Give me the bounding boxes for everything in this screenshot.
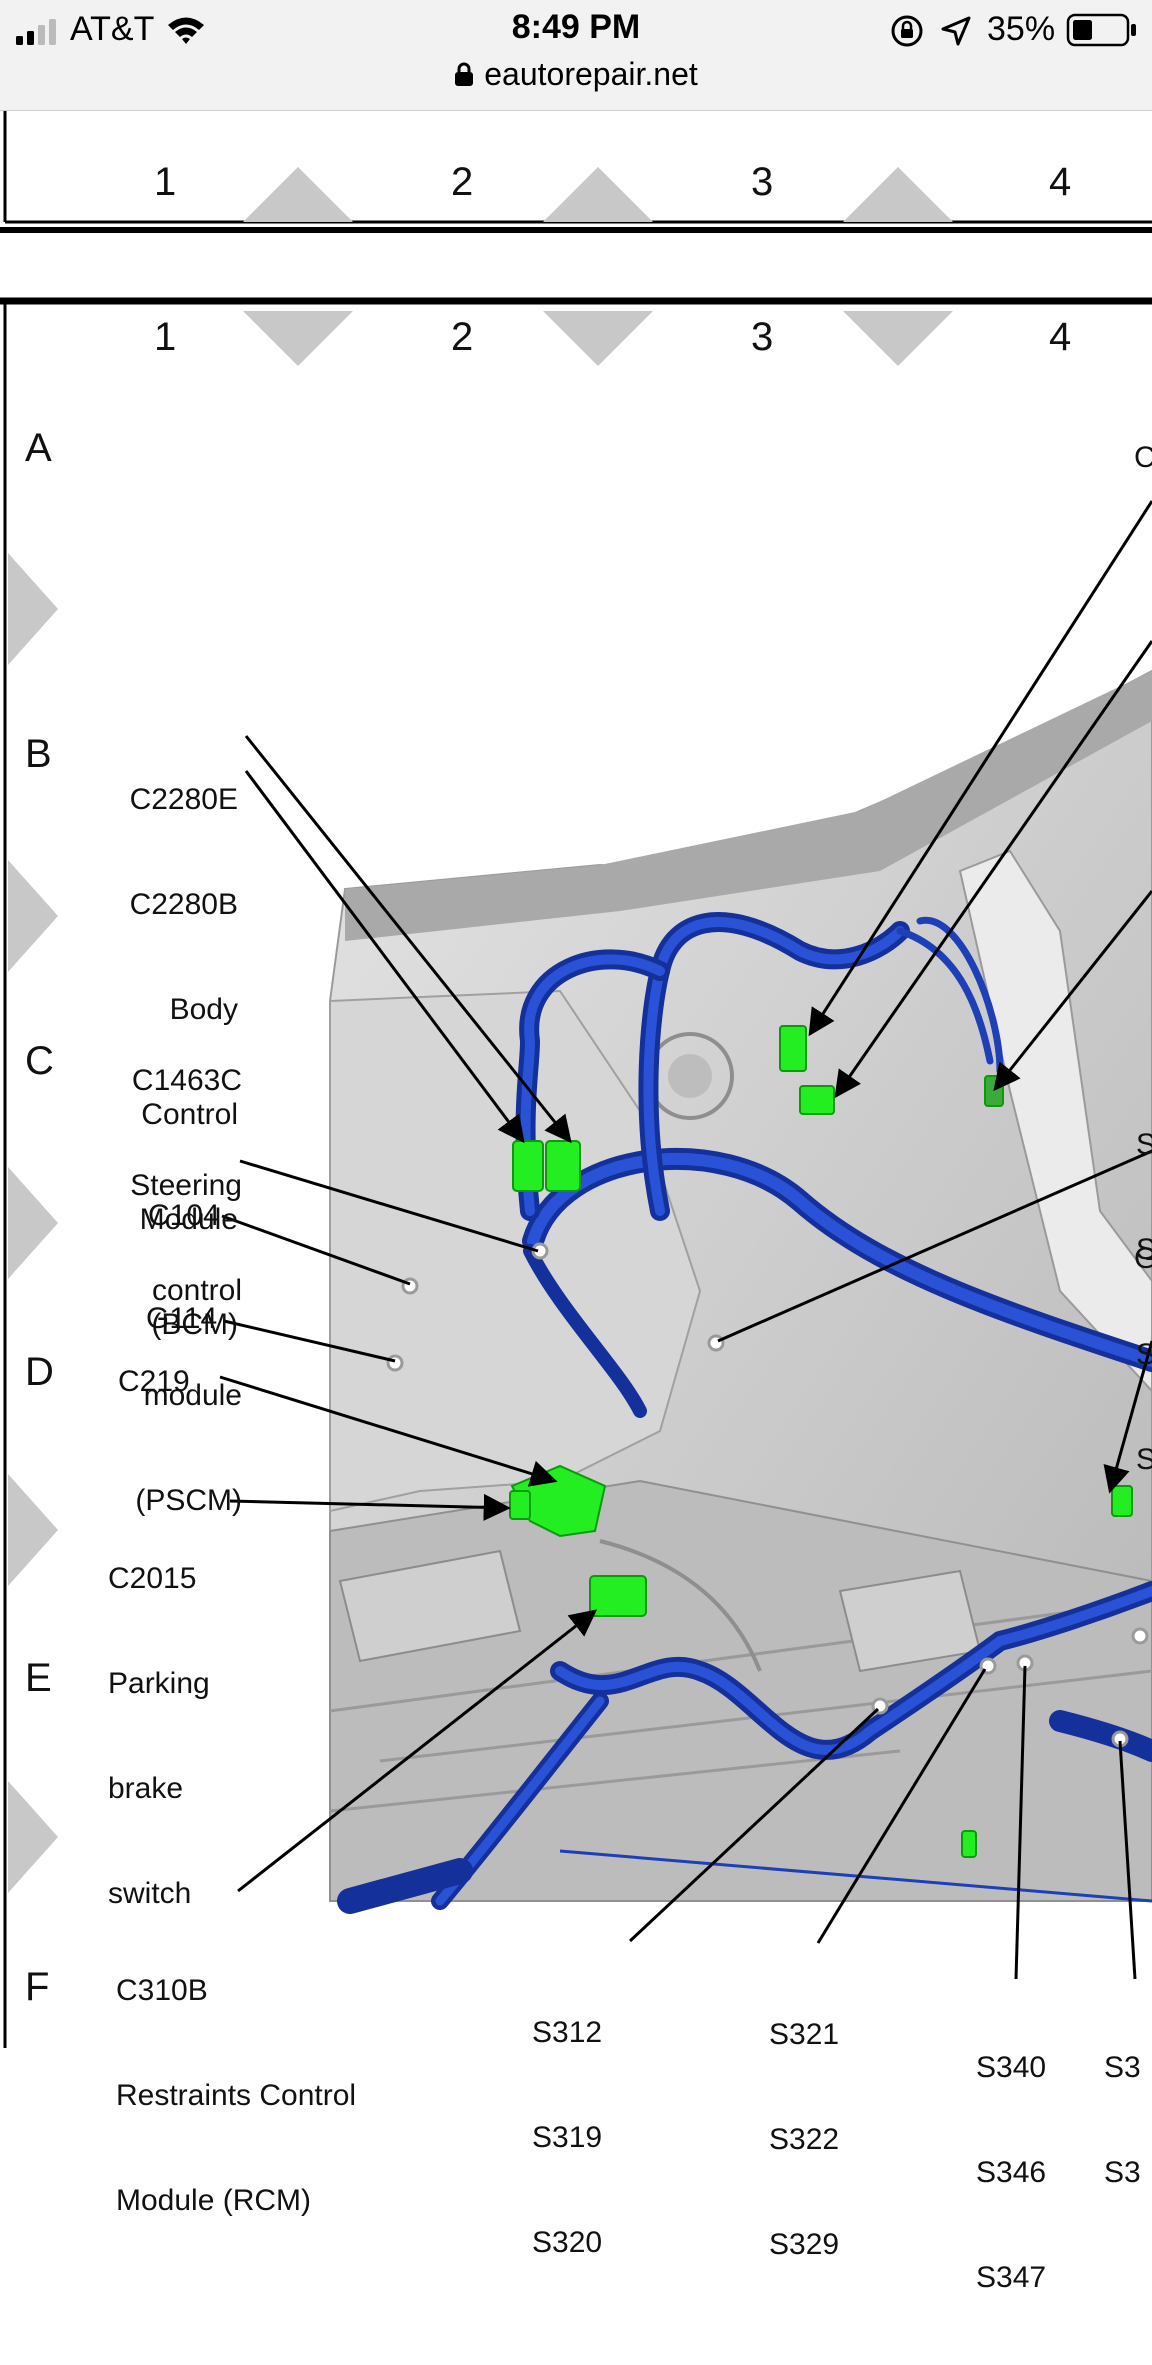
connector-c-lower [799,1085,835,1115]
row-label-f: F [25,1965,50,2009]
column-label-1: 1 [154,315,177,359]
callout-s3-edge: S3 S3 [1104,2051,1141,2189]
diagram-graphics [0,111,1152,2048]
ground-markers [386,1242,1149,1748]
connector-lower-small [961,1830,977,1858]
connector-c-upper [779,1025,807,1072]
connector-c2280b [512,1140,544,1192]
wifi-icon [168,17,204,44]
top-column-label-2: 2 [451,160,474,204]
wiring-diagram: 1 2 3 4 1 2 3 4 A B C D E F C2280E C2280… [0,111,1152,2294]
callout-g114: G114 [146,1302,218,1335]
callout-s312: S312 S319 S320 [532,2016,603,2259]
connector-g-right [1111,1485,1133,1517]
callout-c104: C104 [148,1199,220,1232]
status-bar: AT&T 8:49 PM 35% eautorepair.net [0,0,1152,111]
top-column-label-3: 3 [751,160,774,204]
clock: 8:49 PM [511,8,641,46]
top-column-label-1: 1 [154,160,177,204]
orientation-lock-icon [891,15,923,47]
column-label-4: 4 [1049,315,1072,359]
column-label-3: 3 [751,315,774,359]
callout-s321: S321 S322 S329 [769,2018,840,2261]
lock-icon [454,58,474,95]
battery-percentage: 35% [987,10,1056,48]
address-bar[interactable]: eautorepair.net [0,56,1152,95]
connector-c2280e [545,1140,581,1192]
column-label-2: 2 [451,315,474,359]
top-column-label-4: 4 [1049,160,1072,204]
callout-g-edge: G [1134,1242,1152,1275]
callout-pscm: C1463C Steering control module (PSCM) [130,1064,242,1517]
callout-bcm: C2280E C2280B Body Control Module (BCM) [129,783,238,1341]
location-icon [941,16,971,46]
vehicle-body [329,669,1152,1903]
connector-c310b [589,1575,647,1617]
signal-icon [16,19,56,45]
callout-rcm: C310B Restraints Control Module (RCM) [116,1974,357,2217]
battery-icon [1066,13,1136,47]
main-frame [0,297,1152,2048]
callout-c219: C219 [118,1365,190,1398]
callout-parking-brake: C2015 Parking brake switch [108,1562,210,1910]
top-frame [0,111,1152,233]
connector-c2015 [509,1490,531,1520]
url-text: eautorepair.net [484,56,698,92]
callout-s-edge: S S S S [1136,1128,1152,1476]
callout-c-edge: C [1134,441,1152,474]
row-label-b: B [25,732,52,776]
callout-s340: S340 S346 S347 [976,2051,1047,2294]
wire-harness [337,912,1152,1914]
row-label-d: D [25,1350,54,1394]
row-label-c: C [25,1039,54,1083]
row-label-e: E [25,1656,52,1700]
row-label-a: A [25,426,52,470]
leader-lines [219,500,1152,1980]
carrier-name: AT&T [70,10,155,48]
